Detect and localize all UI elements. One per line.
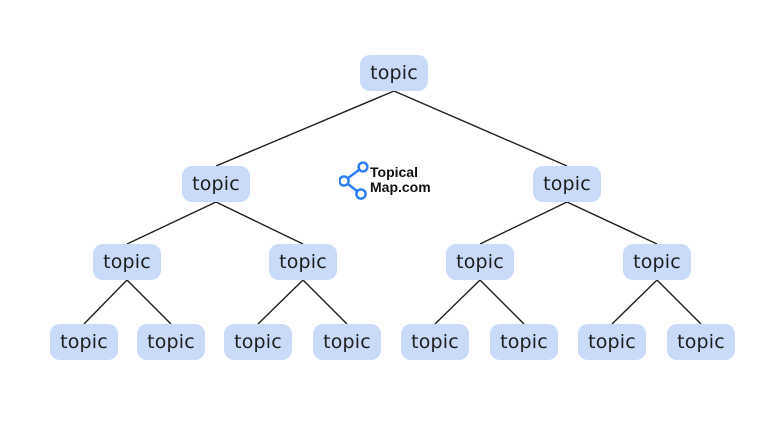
topic-node-l2-2: topic	[533, 166, 601, 202]
connector	[302, 279, 348, 325]
brand-logo: Topical Map.com	[339, 160, 431, 200]
topic-node-l4-1: topic	[50, 324, 118, 360]
brand-name-line2: Map.com	[370, 179, 431, 195]
connector	[126, 279, 172, 325]
topic-node-l4-6: topic	[490, 324, 558, 360]
connector	[479, 279, 525, 325]
connector	[257, 279, 304, 325]
topic-node-l3-1: topic	[93, 244, 161, 280]
topic-node-l4-4: topic	[313, 324, 381, 360]
connector	[434, 279, 481, 325]
connector	[479, 201, 568, 245]
brand-name: Topical Map.com	[370, 165, 431, 195]
topic-node-l2-1: topic	[182, 166, 250, 202]
brand-name-line1: Topical	[370, 164, 418, 180]
connector	[83, 279, 128, 325]
connector	[215, 201, 304, 245]
connector	[215, 90, 395, 167]
topic-node-l3-3: topic	[446, 244, 514, 280]
topic-node-l4-5: topic	[401, 324, 469, 360]
topic-node-l4-3: topic	[224, 324, 292, 360]
topic-node-l3-2: topic	[269, 244, 337, 280]
connector	[566, 201, 658, 245]
topic-node-l4-2: topic	[137, 324, 205, 360]
connector	[126, 201, 217, 245]
topic-node-l4-7: topic	[578, 324, 646, 360]
connector	[611, 279, 658, 325]
share-network-icon	[339, 161, 369, 200]
topic-node-root: topic	[360, 55, 428, 91]
connector	[393, 90, 568, 167]
connector	[656, 279, 702, 325]
topic-node-l3-4: topic	[623, 244, 691, 280]
topic-node-l4-8: topic	[667, 324, 735, 360]
